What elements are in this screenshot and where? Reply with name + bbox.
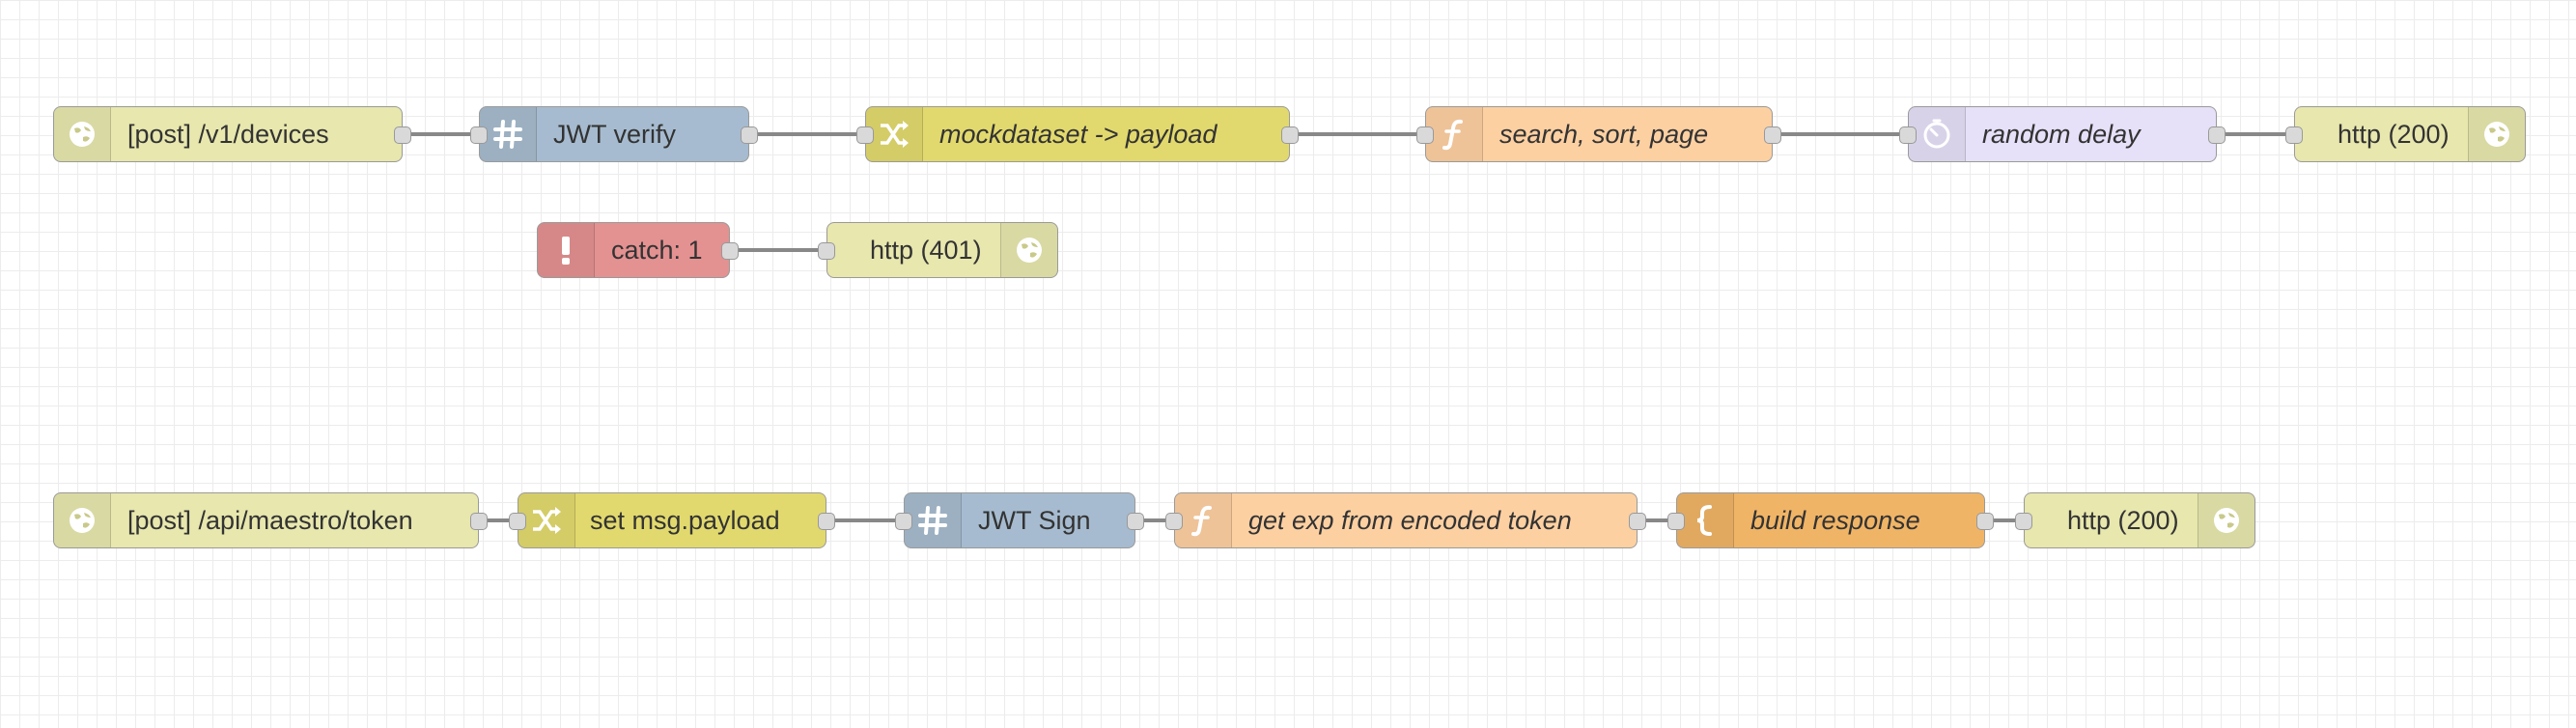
node-icon-box [1677,493,1734,547]
node-jwt-sign[interactable]: JWT Sign [895,492,1144,548]
input-port[interactable] [895,513,912,530]
output-port[interactable] [721,242,739,260]
output-port[interactable] [1976,513,1994,530]
node-icon-box [866,107,923,161]
input-port[interactable] [1165,513,1183,530]
input-port[interactable] [1899,126,1917,144]
alert-icon [549,234,582,266]
node-label: http (200) [2338,119,2450,149]
output-port[interactable] [1629,513,1646,530]
input-port[interactable] [2285,126,2303,144]
output-port[interactable] [1281,126,1299,144]
node-jwt-verify[interactable]: JWT verify [470,106,758,162]
wire[interactable] [1993,518,2024,522]
wire[interactable] [757,132,865,136]
wire[interactable] [1298,132,1425,136]
node-icon-box [1175,493,1232,547]
node-label: JWT Sign [978,505,1091,535]
wire[interactable] [1143,518,1174,522]
wire[interactable] [834,518,904,522]
output-port[interactable] [818,513,835,530]
wire[interactable] [738,248,826,252]
node-label: mockdataset -> payload [939,119,1218,149]
wire[interactable] [487,518,518,522]
timer-icon [1920,118,1953,151]
input-port[interactable] [1416,126,1434,144]
node-label: search, sort, page [1499,119,1709,149]
globe-icon [66,118,98,151]
node-template-build-response[interactable]: build response [1667,492,1994,548]
shuffle-icon [530,504,563,537]
hash-icon [491,118,524,151]
node-function-get-exp[interactable]: get exp from encoded token [1165,492,1646,548]
node-label: JWT verify [553,119,676,149]
node-icon-box [1426,107,1483,161]
node-label: catch: 1 [611,235,703,265]
node-label: http (401) [870,235,982,265]
function-icon [1187,504,1219,537]
function-icon [1438,118,1470,151]
node-icon-box [518,493,575,547]
node-label: set msg.payload [590,505,780,535]
node-label: [post] /api/maestro/token [127,505,413,535]
node-icon-box [2468,107,2525,161]
hash-icon [916,504,949,537]
node-http-response-401[interactable]: http (401) [818,222,1058,278]
node-label: random delay [1982,119,2141,149]
node-icon-box [480,107,537,161]
node-icon-box [1909,107,1966,161]
node-label: get exp from encoded token [1248,505,1572,535]
node-catch[interactable]: catch: 1 [537,222,739,278]
shuffle-icon [878,118,910,151]
input-port[interactable] [470,126,488,144]
node-icon-box [54,493,111,547]
input-port[interactable] [818,242,835,260]
node-icon-box [54,107,111,161]
input-port[interactable] [509,513,526,530]
wire[interactable] [2225,132,2294,136]
node-icon-box [905,493,962,547]
node-http-in-token[interactable]: [post] /api/maestro/token [53,492,488,548]
globe-icon [2480,118,2513,151]
node-label: [post] /v1/devices [127,119,329,149]
wire[interactable] [1645,518,1676,522]
globe-icon [2210,504,2243,537]
wire[interactable] [409,132,479,136]
node-change-mockdataset[interactable]: mockdataset -> payload [856,106,1299,162]
wire[interactable] [1780,132,1908,136]
globe-icon [66,504,98,537]
node-delay-random[interactable]: random delay [1899,106,2226,162]
output-port[interactable] [741,126,758,144]
node-icon-box [538,223,595,277]
input-port[interactable] [2015,513,2032,530]
node-label: http (200) [2067,505,2179,535]
output-port[interactable] [1127,513,1144,530]
node-http-response-200-token[interactable]: http (200) [2015,492,2255,548]
brace-icon [1689,504,1722,537]
node-icon-box [1000,223,1057,277]
node-change-set-payload[interactable]: set msg.payload [509,492,835,548]
output-port[interactable] [2208,126,2226,144]
node-http-in-devices[interactable]: [post] /v1/devices [53,106,411,162]
input-port[interactable] [1667,513,1685,530]
node-function-search-sort-page[interactable]: search, sort, page [1416,106,1781,162]
input-port[interactable] [856,126,874,144]
node-http-response-200[interactable]: http (200) [2285,106,2526,162]
output-port[interactable] [1764,126,1781,144]
globe-icon [1013,234,1046,266]
node-icon-box [2198,493,2254,547]
output-port[interactable] [470,513,488,530]
output-port[interactable] [394,126,411,144]
node-label: build response [1750,505,1920,535]
